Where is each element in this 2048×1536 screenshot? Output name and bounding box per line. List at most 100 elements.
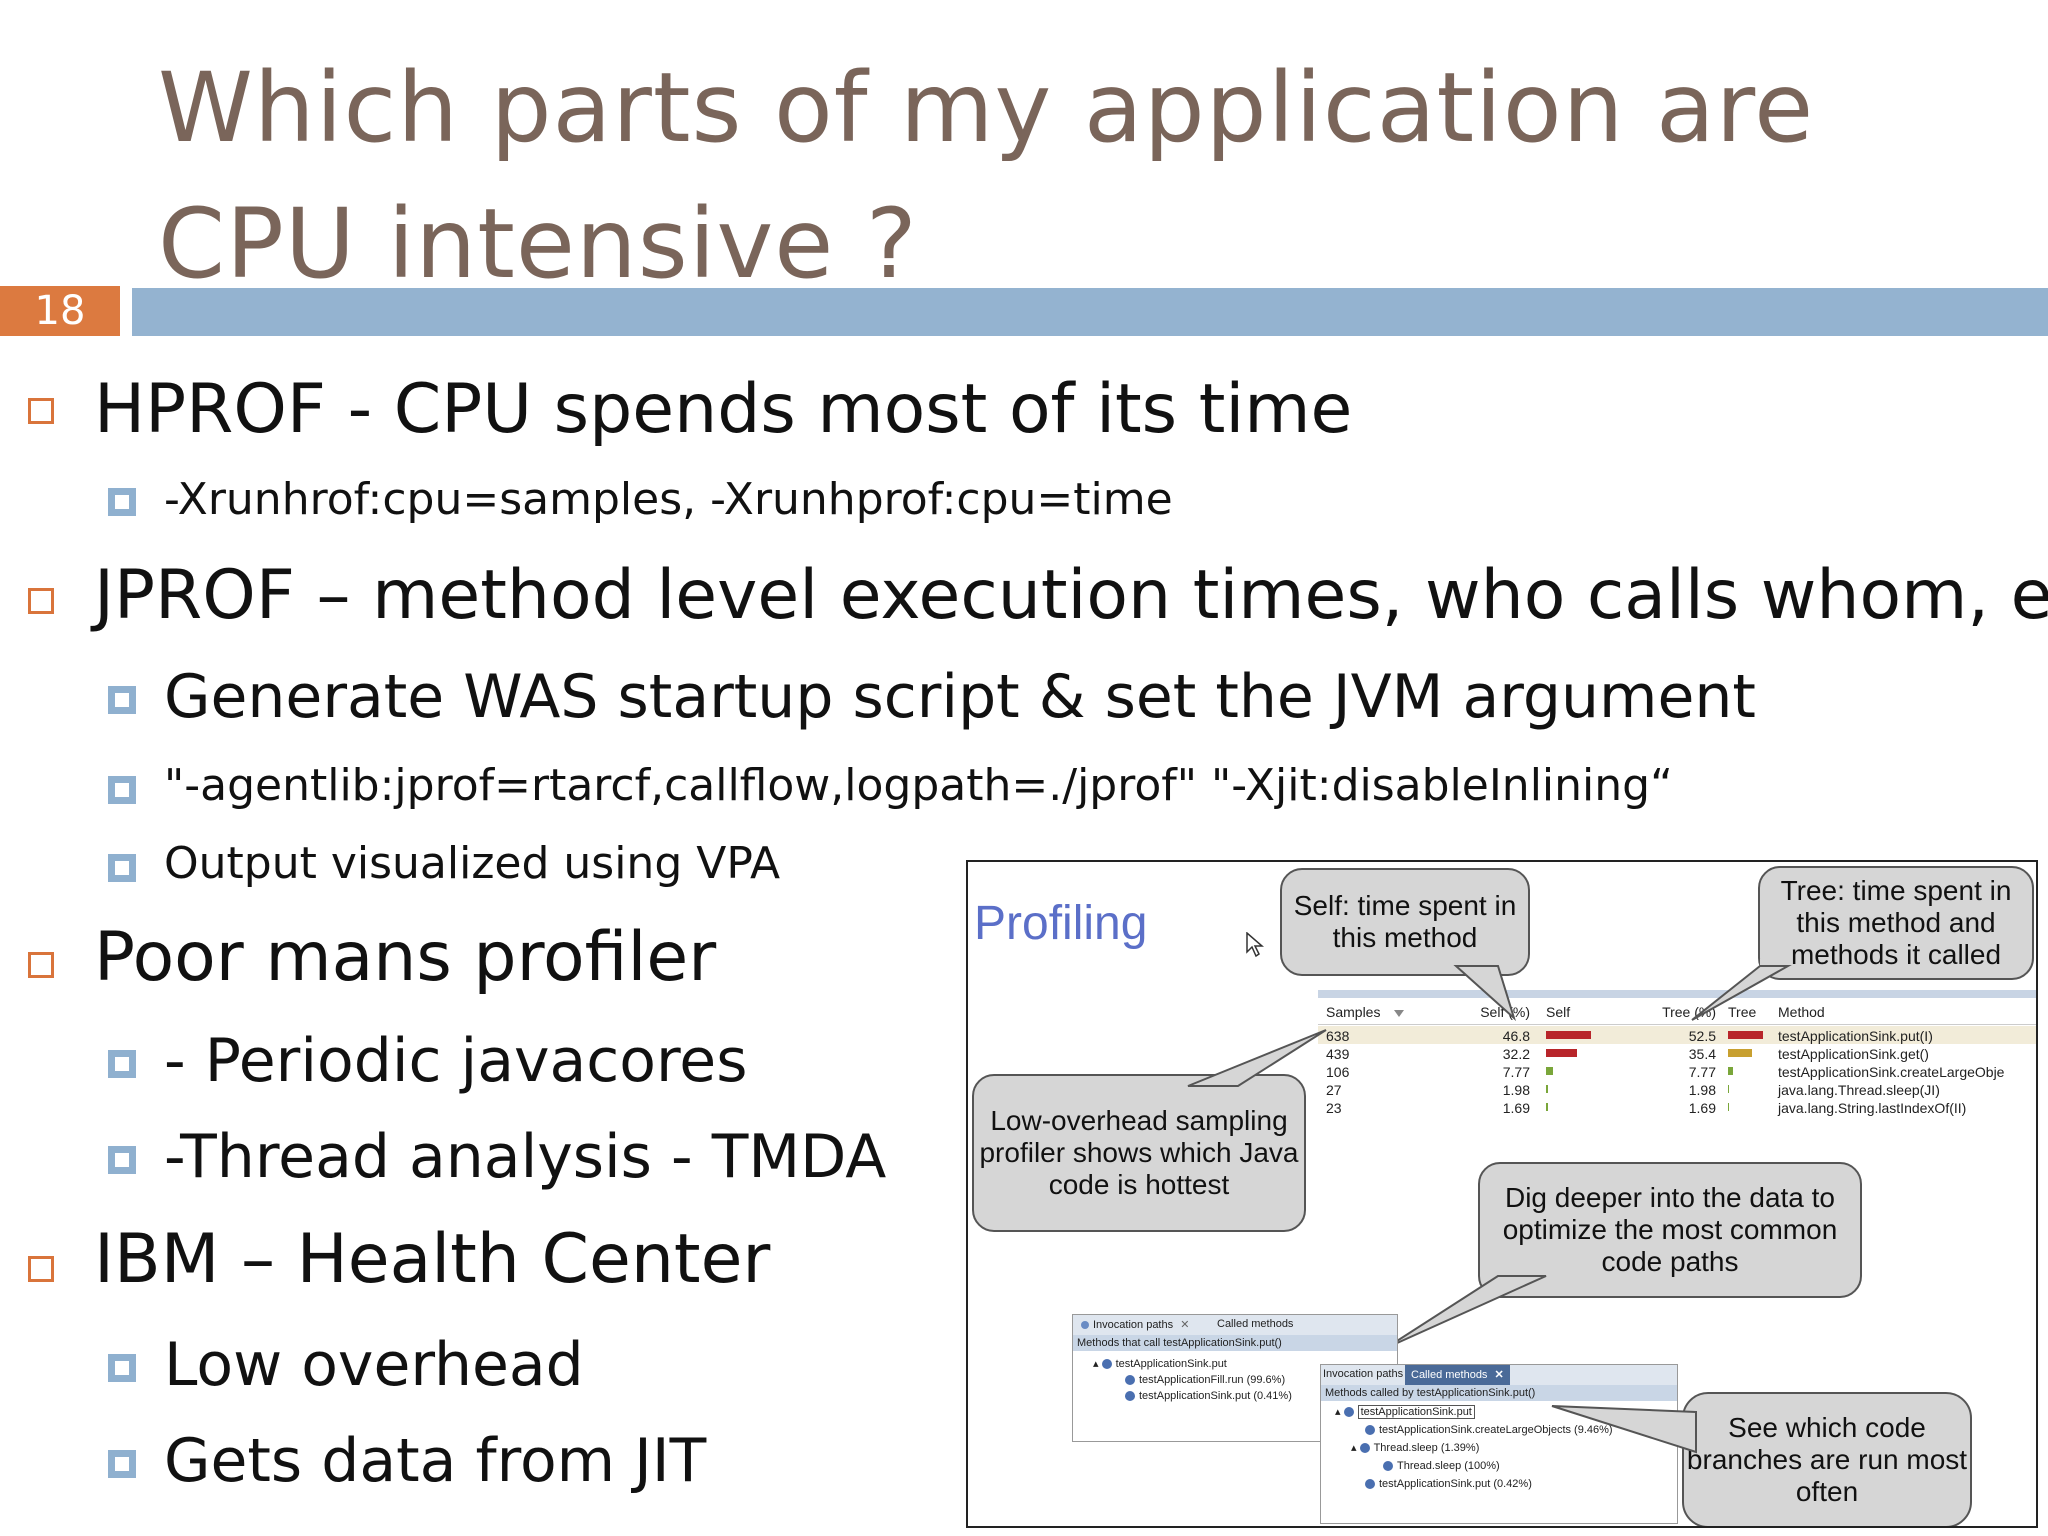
- tree-row[interactable]: ▴ Thread.sleep (1.39%): [1351, 1441, 1479, 1455]
- mouse-cursor-icon: [1246, 932, 1264, 958]
- tab-invocation-paths[interactable]: Invocation paths: [1323, 1368, 1404, 1380]
- self-bar: [1546, 1085, 1548, 1093]
- self-bar: [1546, 1049, 1577, 1057]
- bullet-text: "-agentlib:jprof=rtarcf,callflow,logpath…: [164, 760, 1673, 811]
- square-bullet-icon: [108, 488, 136, 516]
- self-bar: [1546, 1103, 1548, 1111]
- tree-label: testApplicationSink.createLargeObjects (…: [1379, 1424, 1613, 1436]
- tree-label: testApplicationSink.put (0.41%): [1139, 1390, 1292, 1402]
- square-bullet-icon: [108, 1450, 136, 1478]
- tree-pct-cell: 1.69: [1688, 1100, 1716, 1116]
- samples-cell: 27: [1326, 1082, 1342, 1098]
- tree-row[interactable]: testApplicationSink.put (0.41%): [1125, 1389, 1292, 1403]
- bullet-text: Low overhead: [164, 1330, 584, 1400]
- bullet-text: IBM – Health Center: [94, 1220, 771, 1299]
- callout-self: Self: time spent in this method: [1280, 868, 1530, 976]
- callout-self-pointer: [1453, 959, 1517, 1022]
- header-tree-pct[interactable]: Tree (%): [1662, 1004, 1716, 1020]
- square-bullet-icon: [108, 854, 136, 882]
- method-node-icon: [1359, 1443, 1370, 1454]
- slide-title-line1: Which parts of my application are: [158, 52, 1815, 164]
- samples-cell: 23: [1326, 1100, 1342, 1116]
- tree-pct-cell: 52.5: [1688, 1028, 1716, 1044]
- table-header: Samples Self (%) Self Tree (%) Tree Meth…: [1318, 1002, 2036, 1025]
- view-subtitle: Methods called by testApplicationSink.pu…: [1321, 1385, 1677, 1401]
- slide-title: Which parts of my application are CPU in…: [158, 40, 2018, 312]
- samples-cell: 638: [1326, 1028, 1350, 1044]
- tree-row[interactable]: Thread.sleep (100%): [1383, 1459, 1500, 1473]
- tree-label: Thread.sleep (100%): [1397, 1460, 1500, 1472]
- tree-row[interactable]: testApplicationFill.run (99.6%): [1125, 1373, 1285, 1387]
- square-bullet-icon: [108, 1354, 136, 1382]
- tree-label: testApplicationSink.put: [1115, 1358, 1227, 1370]
- bullet-text: -Xrunhrof:cpu=samples, -Xrunhprof:cpu=ti…: [164, 474, 1173, 525]
- self-bar: [1546, 1031, 1591, 1039]
- tree-label: Thread.sleep (1.39%): [1373, 1442, 1480, 1454]
- bullet-text: Output visualized using VPA: [164, 838, 781, 889]
- callout-dig-deeper-pointer: [1385, 1269, 1550, 1349]
- callout-see-branches-pointer: [1551, 1405, 1703, 1454]
- tree-row[interactable]: ▴ testApplicationSink.put: [1093, 1357, 1227, 1371]
- square-bullet-icon: [108, 776, 136, 804]
- bullet-text: Generate WAS startup script & set the JV…: [164, 662, 1756, 732]
- bullet-text: HPROF - CPU spends most of its time: [94, 370, 1353, 449]
- tree-bar: [1728, 1049, 1752, 1057]
- method-node-icon: [1383, 1461, 1393, 1472]
- header-tree[interactable]: Tree: [1728, 1004, 1757, 1020]
- tree-bar: [1728, 1067, 1734, 1075]
- self-bar: [1546, 1067, 1554, 1075]
- bullet-text: - Periodic javacores: [164, 1026, 748, 1096]
- expand-icon[interactable]: ▴: [1351, 1442, 1360, 1454]
- tab-called-methods[interactable]: Called methods: [1217, 1318, 1294, 1330]
- tree-label: testApplicationSink.put: [1357, 1405, 1475, 1419]
- bullet-text: JPROF – method level execution times, wh…: [94, 556, 2048, 635]
- tab-called-methods[interactable]: Called methods ✕: [1405, 1365, 1510, 1385]
- profiling-screenshot: Profiling Samples Self (%) Self Tree (%)…: [966, 860, 2038, 1528]
- view-tabs: Invocation paths Called methods ✕: [1321, 1365, 1677, 1386]
- called-methods-view: Invocation paths Called methods ✕ Method…: [1320, 1364, 1678, 1524]
- tree-row[interactable]: testApplicationSink.put (0.42%): [1365, 1477, 1532, 1491]
- method-node-icon: [1125, 1375, 1135, 1386]
- square-bullet-icon: [28, 952, 54, 978]
- header-method[interactable]: Method: [1778, 1004, 1825, 1020]
- header-self-pct[interactable]: Self (%): [1480, 1004, 1530, 1020]
- expand-icon[interactable]: ▴: [1335, 1406, 1344, 1418]
- header-self[interactable]: Self: [1546, 1004, 1571, 1020]
- square-bullet-icon: [108, 686, 136, 714]
- method-node-icon: [1343, 1407, 1354, 1418]
- tab-invocation-paths[interactable]: Invocation paths ✕: [1081, 1318, 1189, 1331]
- method-cell: testApplicationSink.put(I): [1778, 1028, 1933, 1044]
- callout-tree: Tree: time spent in this method and meth…: [1758, 866, 2034, 980]
- tree-icon: [1081, 1321, 1089, 1330]
- profiler-table: Samples Self (%) Self Tree (%) Tree Meth…: [1318, 990, 2036, 1120]
- square-bullet-icon: [28, 1256, 54, 1282]
- samples-cell: 106: [1326, 1064, 1350, 1080]
- sort-arrow-icon: [1394, 1010, 1404, 1017]
- bullet-text: -Thread analysis - TMDA: [164, 1122, 887, 1192]
- profiling-heading: Profiling: [974, 897, 1148, 950]
- tree-pct-cell: 1.98: [1688, 1082, 1716, 1098]
- samples-cell: 439: [1326, 1046, 1350, 1062]
- method-cell: java.lang.Thread.sleep(JI): [1778, 1082, 1940, 1098]
- close-icon[interactable]: ✕: [1180, 1319, 1190, 1331]
- method-node-icon: [1365, 1425, 1375, 1436]
- tree-bar: [1728, 1085, 1730, 1093]
- square-bullet-icon: [108, 1050, 136, 1078]
- method-cell: testApplicationSink.createLargeObje: [1778, 1064, 2005, 1080]
- tree-row[interactable]: testApplicationSink.createLargeObjects (…: [1365, 1423, 1613, 1437]
- self-pct-cell: 7.77: [1502, 1064, 1530, 1080]
- view-subtitle: Methods that call testApplicationSink.pu…: [1073, 1335, 1397, 1351]
- tree-bar: [1728, 1103, 1730, 1111]
- header-samples[interactable]: Samples: [1326, 1004, 1381, 1020]
- tree-row[interactable]: ▴ testApplicationSink.put: [1335, 1405, 1475, 1419]
- bullet-text: Gets data from JIT: [164, 1426, 707, 1496]
- tree-label: testApplicationFill.run (99.6%): [1139, 1374, 1286, 1386]
- expand-icon[interactable]: ▴: [1093, 1358, 1102, 1370]
- close-icon[interactable]: ✕: [1494, 1369, 1504, 1381]
